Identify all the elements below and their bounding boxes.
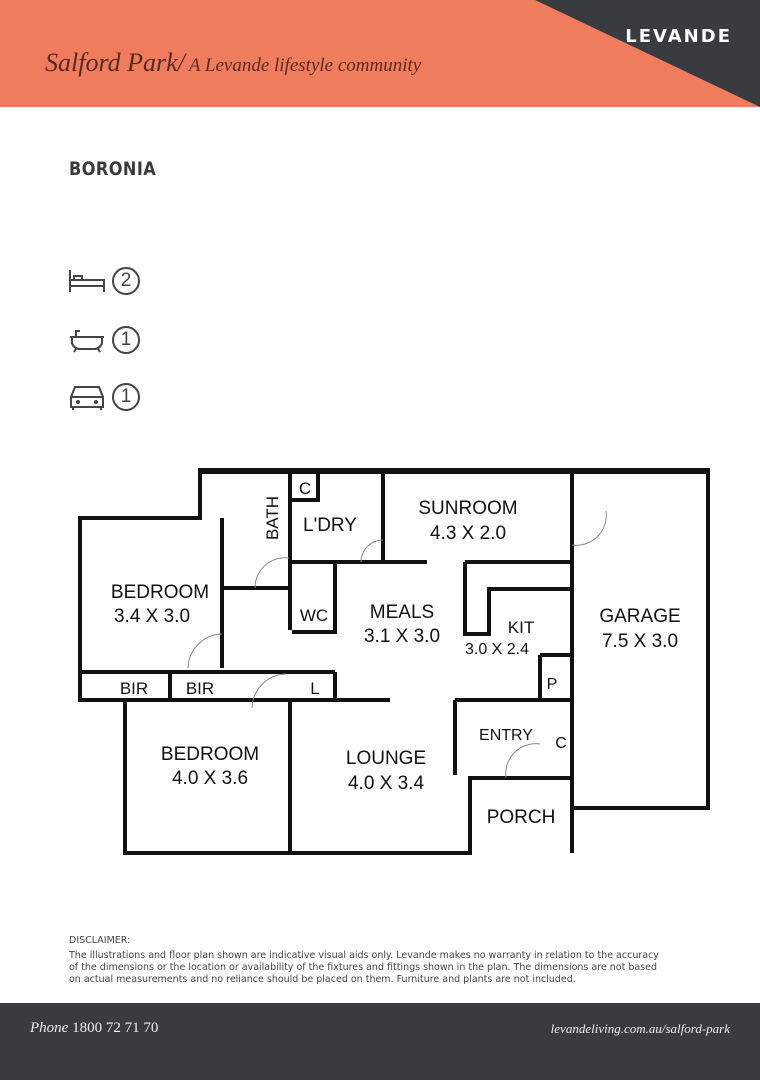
laundry-label: L'DRY [303,515,357,536]
meals-dims: 3.1 X 3.0 [364,626,440,647]
floor-plan: BEDROOM 3.4 X 3.0 BEDROOM 4.0 X 3.6 BATH… [78,468,710,855]
coat-cupboard-label: C [555,735,567,752]
bath-icon [70,330,104,353]
walls [78,468,710,855]
disclaimer-heading: DISCLAIMER: [69,935,131,946]
wc-label: WC [300,606,328,625]
bathrooms-feature: 1 [68,326,140,354]
cupboard-label: C [299,479,311,498]
community-name: Salford Park [45,48,178,77]
garage-feature: 1 [68,383,140,411]
header-banner: LEVANDE Salford Park/ A Levande lifestyl… [0,0,760,107]
kitchen-dims: 3.0 X 2.4 [465,641,529,658]
tagline: A Levande lifestyle community [188,55,422,76]
car-count: 1 [112,383,140,411]
disclaimer: DISCLAIMER: The illustrations and floor … [69,935,669,986]
website-link[interactable]: levandeliving.com.au/salford-park [550,1021,730,1036]
garage-label: GARAGE [599,606,680,627]
title-separator: / [177,48,185,77]
sunroom-label: SUNROOM [418,498,517,519]
door-swings [187,510,607,779]
logo-corner [535,0,760,107]
footer: Phone 1800 72 71 70 levandeliving.com.au… [0,1003,760,1080]
bir2-label: BIR [186,679,214,698]
bedroom2-label: BEDROOM [161,744,259,765]
lounge-dims: 4.0 X 3.4 [348,773,424,794]
bathroom-count: 1 [112,326,140,354]
bedroom1-label: BEDROOM [111,582,209,603]
entry-label: ENTRY [479,727,533,744]
car-icon [70,386,104,410]
bedroom1-dims: 3.4 X 3.0 [114,606,190,627]
linen-label: L [310,679,319,698]
kitchen-label: KIT [508,618,534,637]
levande-logo: LEVANDE [625,26,732,47]
disclaimer-text: The illustrations and floor plan shown a… [69,950,659,985]
model-name: BORONIA [69,158,157,180]
porch-label: PORCH [487,807,556,828]
garage-dims: 7.5 X 3.0 [602,631,678,652]
phone-number[interactable]: 1800 72 71 70 [72,1020,159,1036]
page-title: Salford Park/ A Levande lifestyle commun… [45,48,421,78]
pantry-label: P [547,676,558,693]
bath-label: BATH [263,496,282,540]
sunroom-dims: 4.3 X 2.0 [430,523,506,544]
bir1-label: BIR [120,679,148,698]
meals-label: MEALS [370,602,434,623]
bedrooms-feature: 2 [68,267,140,295]
phone-label: Phone [30,1020,69,1036]
bedroom-count: 2 [112,267,140,295]
phone-info: Phone 1800 72 71 70 [30,1020,158,1037]
lounge-label: LOUNGE [346,748,426,769]
bedroom2-dims: 4.0 X 3.6 [172,768,248,789]
bed-icon [69,270,105,292]
